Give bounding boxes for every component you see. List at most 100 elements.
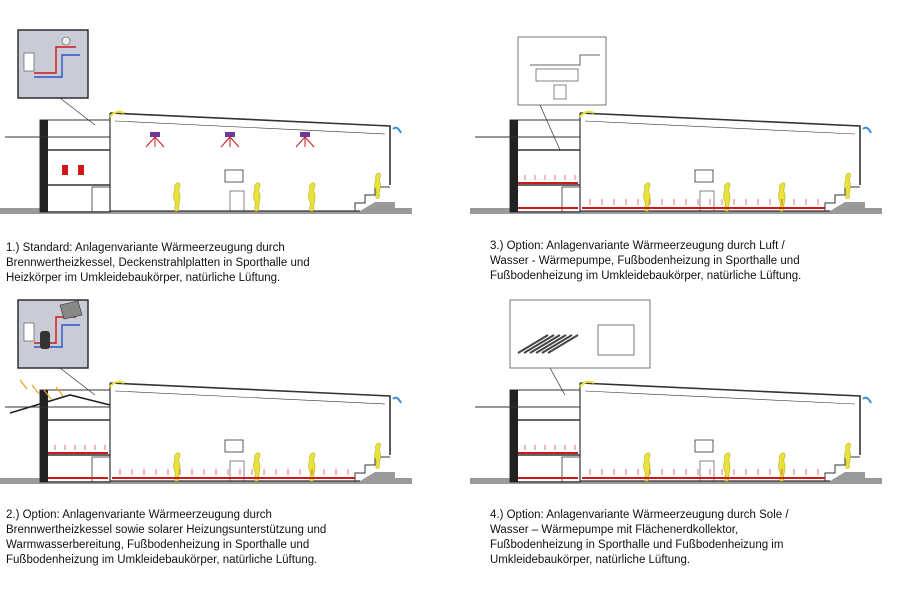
hall-ceiling (114, 390, 386, 405)
person-figure (173, 452, 181, 482)
inset-leader-line (59, 97, 96, 126)
vent-outlet-arrow (392, 396, 402, 404)
hall-ceiling (114, 120, 386, 135)
vent-inlet-arrow (109, 380, 125, 388)
vent-inlet-arrow (579, 110, 595, 118)
hall-roof (579, 382, 861, 455)
vent-inlet-arrow (579, 380, 595, 388)
ground-left (0, 208, 45, 214)
changing-block (509, 389, 581, 483)
caption-line: Wasser - Wärmepumpe, Fußbodenheizung in … (490, 255, 800, 267)
expansion-vessel (61, 36, 71, 46)
return-pipe (34, 54, 80, 78)
caption-line: Fußbodenheizung in Sporthalle und Fußbod… (490, 539, 784, 551)
caption-line: 3.) Option: Anlagenvariante Wärmeerzeugu… (490, 240, 785, 252)
inset-leader-line (59, 367, 96, 396)
heat-ray (295, 136, 306, 148)
caption-standard: 1.) Standard: Anlagenvariante Wärmeerzeu… (6, 241, 310, 286)
person-figure (374, 442, 381, 469)
person-figure (844, 442, 851, 469)
changing-wall (510, 120, 518, 212)
hall-ceiling (584, 120, 856, 135)
heat-ray (229, 136, 240, 148)
vent-outlet-arrow (862, 126, 872, 134)
ground-collector-loop (547, 334, 579, 354)
caption-line: Fußbodenheizung im Umkleidebaukörper, na… (6, 554, 318, 566)
basketball-backboard (224, 169, 244, 183)
goal-frame (699, 460, 715, 482)
caption-line: Brennwertheizkessel sowie solarer Heizun… (6, 524, 327, 536)
changing-wall (40, 390, 48, 482)
heat-pump-unit (553, 84, 567, 100)
panel-air-water-heat-pump (470, 25, 900, 225)
changing-block (39, 389, 111, 483)
heat-ray (154, 136, 165, 148)
hall-roof (109, 112, 391, 185)
panel-boiler-solar (0, 295, 430, 495)
caption-line: Fußbodenheizung im Umkleidebaukörper, na… (490, 270, 802, 282)
door-opening (91, 186, 111, 213)
heat-pump-housing (535, 68, 579, 82)
caption-line: Heizkörper im Umkleidebaukörper, natürli… (6, 272, 281, 284)
ceiling-radiant-panel (300, 132, 310, 137)
person-figure (778, 452, 786, 482)
section-drawing-brine-water-heat-pump (470, 299, 882, 484)
person-figure (723, 182, 731, 212)
ground-collector-loop (541, 334, 573, 354)
person-figure (374, 172, 381, 199)
section-drawing-standard (0, 29, 412, 214)
caption-line: Wasser – Wärmepumpe mit Flächenerdkollek… (490, 524, 739, 536)
sun-ray-arrow (55, 386, 64, 397)
vent-outlet-arrow (862, 396, 872, 404)
goal-frame (699, 190, 715, 212)
changing-wall (510, 390, 518, 482)
heat-ray (145, 136, 156, 148)
caption-line: Umkleidebaukörper, natürliche Lüftung. (490, 554, 691, 566)
vent-outlet-arrow (392, 126, 402, 134)
boiler-unit (23, 52, 35, 72)
storage-tank (40, 331, 50, 349)
ground-collector-loop (517, 334, 549, 354)
section-drawing-air-water-heat-pump (470, 36, 882, 214)
ceiling-radiant-panel (150, 132, 160, 137)
inset-leader-line (549, 367, 566, 396)
sun-ray-arrow (31, 384, 40, 395)
ground-left (470, 478, 515, 484)
caption-line: Brennwertheizkessel, Deckenstrahlplatten… (6, 257, 310, 269)
hall-roof (579, 112, 861, 185)
person-figure (643, 452, 651, 482)
person-figure (253, 452, 261, 482)
solar-roof-panels (9, 394, 111, 414)
person-figure (844, 172, 851, 199)
person-figure (173, 182, 181, 212)
basketball-backboard (224, 439, 244, 453)
caption-line: Warmwasserbereitung, Fußbodenheizung in … (6, 539, 310, 551)
inset-ground-collector (509, 299, 651, 369)
caption-line: 1.) Standard: Anlagenvariante Wärmeerzeu… (6, 242, 285, 254)
heat-ray (220, 136, 231, 148)
ground-collector-loop (529, 334, 561, 354)
section-drawing-boiler-solar (0, 299, 412, 484)
heat-pump-house (597, 324, 635, 356)
goal-frame (229, 190, 245, 212)
person-figure (723, 452, 731, 482)
caption-brine-water-heat-pump: 4.) Option: Anlagenvariante Wärmeerzeugu… (490, 508, 789, 568)
ground-collector-loop (523, 334, 555, 354)
panel-standard (0, 25, 430, 225)
caption-boiler-solar: 2.) Option: Anlagenvariante Wärmeerzeugu… (6, 508, 326, 568)
ground-left (470, 208, 515, 214)
ceiling-radiant-panel (225, 132, 235, 137)
panel-brine-water-heat-pump (470, 295, 900, 495)
changing-block (509, 119, 581, 213)
sun-ray-arrow (19, 379, 28, 390)
vent-inlet-arrow (109, 110, 125, 118)
changing-block (39, 119, 111, 213)
basketball-backboard (694, 169, 714, 183)
heat-pump-sketch (530, 54, 600, 66)
changing-wall (40, 120, 48, 212)
caption-air-water-heat-pump: 3.) Option: Anlagenvariante Wärmeerzeugu… (490, 239, 801, 284)
supply-pipe (34, 46, 76, 74)
person-figure (643, 182, 651, 212)
heat-ray (304, 136, 315, 148)
person-figure (253, 182, 261, 212)
